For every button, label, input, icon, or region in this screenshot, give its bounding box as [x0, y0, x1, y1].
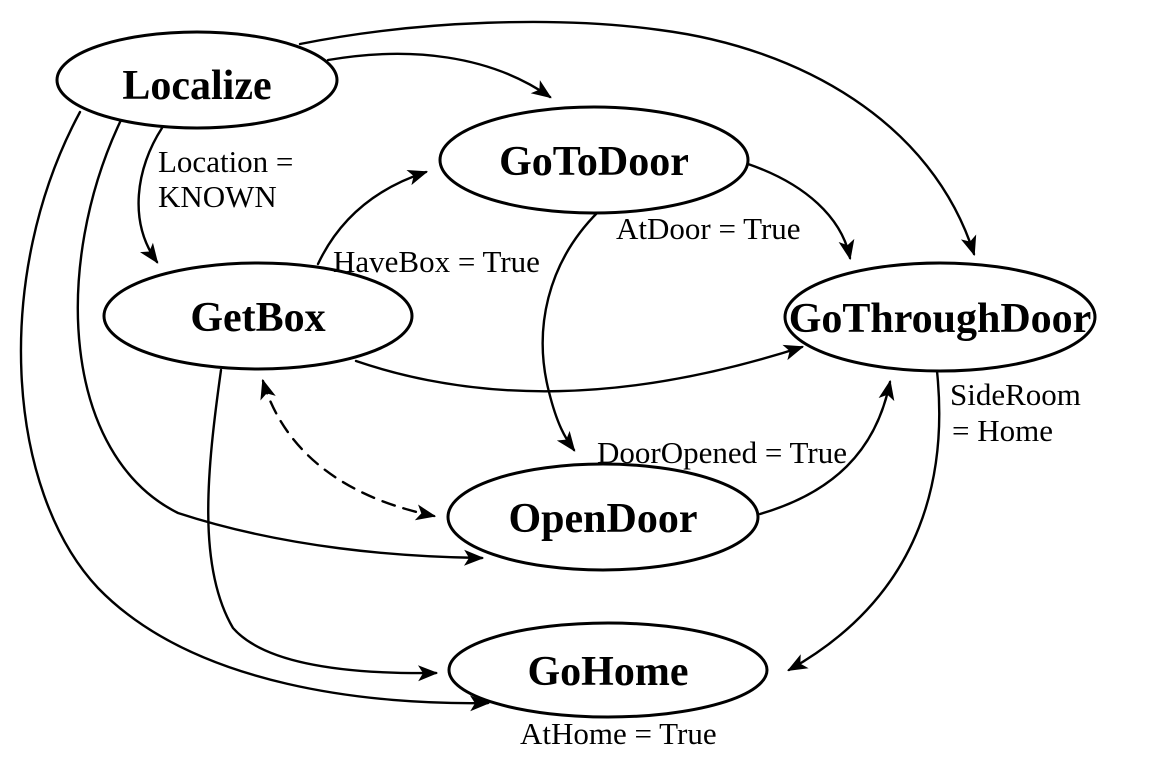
node-localize: Localize [55, 30, 339, 130]
edge-label-location-known-line2: KNOWN [158, 179, 277, 214]
edge-opendoor-getbox-dashed [260, 378, 437, 521]
edge-label-sideroom-line2: = Home [952, 413, 1053, 448]
edge-label-athome: AtHome = True [520, 716, 717, 751]
edge-label-dooropened: DoorOpened = True [597, 435, 847, 470]
node-gothroughdoor-ellipse [783, 261, 1097, 373]
edge-opendoor-gothroughdoor [758, 379, 895, 516]
node-getbox: GetBox [102, 261, 414, 371]
edge-localize-getbox [137, 126, 164, 264]
node-localize-label: Localize [122, 63, 271, 109]
node-gotodoor-label: GoToDoor [499, 139, 689, 185]
node-localize-ellipse [55, 30, 339, 130]
edge-label-sideroom-line1: SideRoom [950, 377, 1081, 412]
node-gohome-ellipse [447, 621, 769, 719]
node-gohome: GoHome [447, 621, 769, 719]
edge-getbox-gothroughdoor [354, 344, 805, 393]
edge-gotodoor-gothroughdoor [746, 162, 855, 261]
edge-localize-gohome [19, 110, 491, 712]
node-opendoor-ellipse [446, 462, 760, 572]
node-opendoor-label: OpenDoor [509, 496, 698, 542]
node-gothroughdoor: GoThroughDoor [783, 261, 1097, 373]
edge-getbox-gohome [207, 368, 439, 682]
edge-label-atdoor: AtDoor = True [616, 211, 801, 246]
edge-gothroughdoor-gohome [787, 369, 941, 672]
node-gothroughdoor-label: GoThroughDoor [789, 296, 1092, 342]
edge-getbox-gotodoor [316, 169, 429, 266]
edge-localize-opendoor [76, 118, 485, 566]
edge-gotodoor-opendoor [541, 210, 600, 452]
node-getbox-ellipse [102, 261, 414, 371]
edge-label-location-known-line1: Location = [158, 144, 293, 179]
node-gotodoor-ellipse [438, 105, 750, 215]
edge-localize-gotodoor [326, 52, 552, 99]
node-gotodoor: GoToDoor [438, 105, 750, 215]
node-getbox-label: GetBox [190, 295, 325, 341]
edges [19, 20, 977, 712]
edge-labels: Location = KNOWN HaveBox = True AtDoor =… [158, 144, 1081, 751]
node-opendoor: OpenDoor [446, 462, 760, 572]
edge-label-havebox: HaveBox = True [333, 244, 540, 279]
edge-localize-gothroughdoor [298, 20, 977, 257]
node-gohome-label: GoHome [528, 649, 689, 695]
